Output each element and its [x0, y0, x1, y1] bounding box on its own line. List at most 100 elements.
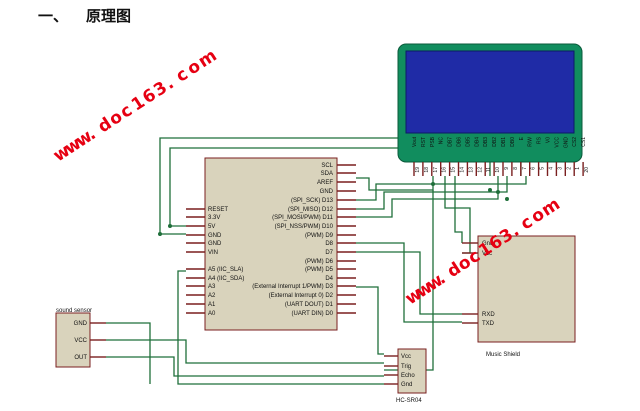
lcd-pin-label: DB3 — [483, 137, 489, 147]
arduino-right-pin: (SPI_SCK) D13 — [291, 198, 334, 204]
arduino-body — [204, 157, 338, 331]
wire — [356, 176, 527, 201]
arduino-right-pin: SDA — [321, 171, 333, 177]
ultrasonic-pin: Trig — [401, 364, 411, 370]
lcd-pin-label: V0 — [546, 137, 552, 143]
arduino-right-pin: D4 — [325, 276, 333, 282]
arduino-left-pin: 3.3V — [208, 215, 220, 221]
arduino-right-pin: AREF — [317, 180, 333, 186]
lcd-pin-label: DB0 — [510, 137, 516, 147]
lcd-pin-label: E — [519, 136, 525, 140]
lcd-pin-label: NC — [439, 137, 445, 145]
wire — [356, 286, 384, 355]
arduino-left-pin: RESET — [208, 207, 228, 213]
lcd-pin-number: 14 — [460, 167, 466, 173]
wire-junction — [496, 190, 500, 194]
lcd-pin-label: R/W — [528, 137, 534, 147]
wire — [356, 242, 462, 323]
watermarks: www.doc163.comwww.doc163.comwww.doc163.c… — [50, 46, 564, 310]
ultrasonic-pin: Vcc — [401, 354, 411, 360]
arduino-right-pin: (PWM) D6 — [305, 259, 334, 265]
arduino-left-pin: A3 — [208, 284, 216, 290]
music-shield-body — [477, 235, 576, 343]
lcd-pin-number: 18 — [424, 167, 430, 173]
arduino-left-pin: 5V — [208, 224, 215, 230]
arduino-right-pin: (External Interrupt 1/PWM) D3 — [252, 284, 333, 290]
wire — [177, 270, 384, 385]
lcd-pin-label: DB6 — [457, 137, 463, 147]
arduino-right-pin: (SPI_NSS/PWM) D10 — [275, 224, 334, 230]
lcd-pin-label: Vout — [412, 136, 418, 147]
lcd-pin-number: 9 — [504, 167, 510, 170]
music-shield-pin: RXD — [482, 312, 495, 318]
lcd-pin-number: 5 — [540, 167, 546, 170]
lcd-pin-label: VCC — [554, 137, 560, 148]
arduino-left-pin: A2 — [208, 293, 216, 299]
music-shield-pin: Gnd — [482, 241, 493, 247]
arduino-right-pin: D8 — [325, 241, 333, 247]
lcd-pin-number: 13 — [468, 167, 474, 173]
wire — [106, 339, 384, 364]
lcd-screen — [405, 50, 575, 134]
lcd-pin-label: DB7 — [448, 137, 454, 147]
lcd-pin-label: CS2 — [572, 137, 578, 147]
lcd-pin-number: 2 — [566, 167, 572, 170]
lcd-pin-number: 3 — [557, 167, 563, 170]
arduino-left-pin: A5 (IIC_SLA) — [208, 267, 243, 273]
music-shield-pin: Vcc — [482, 251, 492, 257]
lcd-display: Vout19RST18PSB17NC16DB715DB614DB513DB412… — [397, 43, 590, 176]
wire — [454, 176, 463, 243]
sound-sensor-pin: GND — [74, 321, 88, 327]
lcd-pin-number: 8 — [513, 167, 519, 170]
sound-sensor-pin: VCC — [74, 338, 87, 344]
lcd-pin-number: 4 — [549, 167, 555, 170]
page-heading: 一、原理图 — [38, 5, 131, 26]
wire-junction — [158, 232, 162, 236]
lcd-pin-number: 15 — [451, 167, 457, 173]
lcd-pin-label: RST — [421, 137, 427, 147]
heading-title: 原理图 — [86, 7, 132, 25]
sound-sensor-pin: OUT — [74, 355, 87, 361]
wire — [106, 322, 151, 384]
wire-junction — [431, 182, 435, 186]
arduino-right-pin: SCL — [321, 163, 333, 169]
lcd-pin-label: CS1 — [581, 137, 587, 147]
ultrasonic-body — [397, 348, 427, 394]
lcd-pin-label: GND — [563, 137, 569, 149]
arduino-right-pin: (SPI_MISO) D12 — [288, 207, 334, 213]
wire — [356, 176, 499, 218]
arduino-right-pin: (PWM) D5 — [305, 267, 334, 273]
lcd-pin-number: 16 — [442, 167, 448, 173]
lcd-pin-label: DB2 — [492, 137, 498, 147]
components: RESET 3.3V 5V GND GND VIN A5 (IIC_SLA) A4 (IIC_… — [55, 43, 590, 404]
arduino-left-pin: A1 — [208, 302, 216, 308]
ultrasonic-pin: Echo — [401, 373, 415, 379]
arduino-left-pin: VIN — [208, 250, 218, 256]
lcd-pin-label: PSB — [430, 136, 436, 147]
wire — [444, 176, 471, 254]
lcd-pin-number: 20 — [584, 167, 590, 173]
arduino-right-pin: (UART DOUT) D1 — [285, 302, 334, 308]
lcd-pin-number: 12 — [477, 167, 483, 173]
wire-junction — [505, 197, 509, 201]
music-shield-label: Music Shield — [486, 352, 520, 358]
lcd-pin-label: DB1 — [501, 137, 507, 147]
wire — [356, 251, 462, 315]
lcd-pin-label: DB4 — [474, 137, 480, 147]
sound-sensor-body — [55, 312, 91, 368]
lcd-pin-number: 6 — [531, 167, 537, 170]
lcd-pin-label: DB5 — [465, 137, 471, 147]
sound-sensor-label: sound sensor — [56, 308, 92, 314]
arduino-right-pin: (UART DIN) D0 — [292, 311, 334, 317]
ultrasonic-label: HC-SR04 — [396, 398, 422, 404]
lcd-pin-number: 1 — [575, 167, 581, 170]
lcd-pin-number: 10 — [495, 167, 501, 173]
arduino-left-pin: A4 (IIC_SDA) — [208, 276, 244, 282]
arduino-right-pin: (PWM) D9 — [305, 233, 334, 239]
lcd-pin-number: 19 — [415, 167, 421, 173]
lcd-pin-label: RS — [537, 136, 543, 144]
